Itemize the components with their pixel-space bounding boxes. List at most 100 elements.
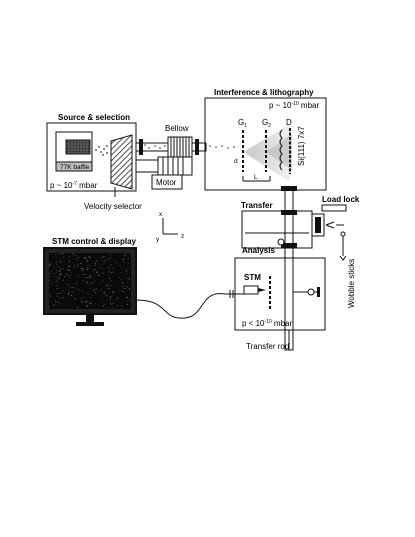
screen-speckle bbox=[93, 288, 95, 290]
screen-speckle bbox=[96, 260, 98, 262]
screen-speckle bbox=[62, 268, 64, 269]
screen-speckle bbox=[62, 296, 64, 298]
atom-beam-source bbox=[95, 145, 108, 156]
screen-speckle bbox=[102, 300, 104, 302]
screen-speckle bbox=[110, 296, 112, 298]
screen-speckle bbox=[126, 277, 128, 279]
screen-speckle bbox=[57, 295, 58, 297]
stm-head bbox=[243, 285, 259, 295]
screen-speckle bbox=[103, 272, 105, 274]
screen-speckle bbox=[122, 286, 124, 287]
screen-speckle bbox=[82, 280, 84, 282]
screen-speckle bbox=[69, 275, 71, 276]
screen-speckle bbox=[109, 302, 111, 304]
screen-speckle bbox=[104, 285, 106, 287]
screen-speckle bbox=[93, 290, 94, 291]
screen-speckle bbox=[77, 263, 79, 265]
screen-speckle bbox=[126, 281, 128, 283]
screen-speckle bbox=[94, 291, 96, 293]
axis-y-label: y bbox=[156, 236, 160, 243]
screen-speckle bbox=[95, 288, 97, 290]
screen-speckle bbox=[127, 302, 129, 303]
transfer-rod-label: Transfer rod bbox=[246, 342, 289, 351]
screen-speckle bbox=[119, 289, 121, 290]
velocity-selector-label: Velocity selector bbox=[84, 202, 142, 211]
manipulator-flange bbox=[317, 287, 320, 297]
atom-beam-interference bbox=[209, 145, 235, 149]
source-selection-title: Source & selection bbox=[58, 113, 130, 122]
screen-speckle bbox=[77, 275, 79, 276]
screen-speckle bbox=[102, 257, 104, 258]
screen-speckle bbox=[57, 279, 59, 281]
screen-speckle bbox=[82, 290, 84, 292]
screen-speckle bbox=[127, 296, 128, 298]
screen-speckle bbox=[71, 272, 73, 274]
baffle-label: 77K baffle bbox=[60, 164, 90, 171]
screen-speckle bbox=[111, 280, 112, 281]
screen-speckle bbox=[103, 262, 105, 264]
screen-speckle bbox=[125, 297, 127, 298]
screen-speckle bbox=[72, 291, 74, 293]
screen-speckle bbox=[110, 272, 112, 274]
screen-speckle bbox=[124, 254, 126, 256]
l-label: L bbox=[254, 174, 258, 181]
screen-speckle bbox=[122, 282, 124, 283]
screen-speckle bbox=[128, 277, 130, 279]
screen-speckle bbox=[67, 274, 68, 276]
screen-speckle bbox=[112, 303, 114, 305]
interference-pressure: p ~ 10-10 mbar bbox=[269, 101, 319, 110]
bellow bbox=[167, 136, 193, 158]
screen-speckle bbox=[59, 253, 61, 255]
screen-speckle bbox=[108, 267, 110, 269]
screen-speckle bbox=[88, 283, 90, 285]
screen-speckle bbox=[106, 306, 107, 308]
screen-speckle bbox=[121, 258, 123, 260]
screen-speckle bbox=[58, 266, 60, 268]
screen-speckle bbox=[50, 263, 52, 264]
screen-speckle bbox=[80, 263, 82, 264]
screen-speckle bbox=[76, 283, 77, 285]
screen-speckle bbox=[55, 262, 57, 263]
screen-speckle bbox=[100, 273, 101, 275]
screen-speckle bbox=[68, 292, 70, 294]
motor-coupling bbox=[135, 159, 159, 173]
screen-speckle bbox=[88, 265, 90, 267]
screen-speckle bbox=[84, 257, 86, 258]
screen-speckle bbox=[95, 303, 96, 305]
screen-speckle bbox=[129, 287, 130, 289]
screen-speckle bbox=[77, 281, 79, 283]
wobble-sticks-label: Wobble sticks bbox=[347, 259, 356, 308]
screen-speckle bbox=[72, 287, 74, 288]
stm-image-noise bbox=[49, 253, 131, 309]
screen-speckle bbox=[86, 306, 87, 307]
screen-speckle bbox=[85, 258, 87, 259]
screen-speckle bbox=[81, 301, 82, 302]
screen-speckle bbox=[127, 304, 129, 305]
screen-speckle bbox=[121, 271, 122, 273]
screen-speckle bbox=[111, 272, 113, 274]
screen-speckle bbox=[96, 271, 97, 273]
screen-speckle bbox=[82, 302, 84, 303]
screen-speckle bbox=[103, 268, 105, 270]
screen-speckle bbox=[87, 282, 88, 284]
screen-speckle bbox=[116, 299, 118, 301]
screen-speckle bbox=[105, 295, 107, 296]
screen-speckle bbox=[103, 305, 105, 307]
screen-speckle bbox=[116, 262, 117, 264]
screen-speckle bbox=[120, 278, 122, 280]
motor-rotor bbox=[157, 156, 193, 176]
screen-speckle bbox=[73, 254, 75, 256]
screen-speckle bbox=[49, 294, 51, 296]
screen-speckle bbox=[59, 274, 60, 276]
screen-speckle bbox=[82, 270, 84, 271]
screen-speckle bbox=[125, 285, 127, 287]
interference-fringes-inner bbox=[266, 134, 292, 170]
screen-speckle bbox=[74, 298, 76, 300]
screen-speckle bbox=[87, 259, 88, 261]
screen-speckle bbox=[70, 295, 72, 296]
screen-speckle bbox=[107, 270, 109, 272]
screen-speckle bbox=[112, 291, 113, 292]
screen-speckle bbox=[89, 287, 91, 289]
screen-speckle bbox=[59, 259, 60, 261]
